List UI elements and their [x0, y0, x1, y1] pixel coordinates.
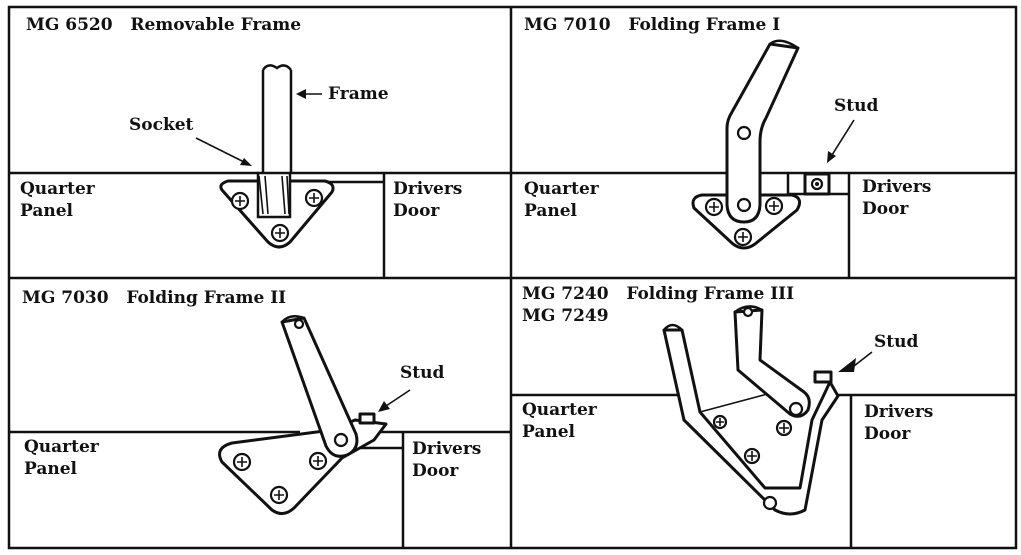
- label-socket: Socket: [129, 115, 194, 135]
- frame-tube-break: [261, 64, 292, 71]
- label-stud: Stud: [400, 363, 444, 383]
- stud-leader: [853, 351, 873, 367]
- panel-title: MG 6520 Removable Frame: [26, 15, 301, 35]
- panel-title: MG 7030 Folding Frame II: [22, 288, 286, 308]
- bolt-cross: [237, 457, 247, 467]
- stud-pin: [358, 412, 376, 425]
- pivot-hole: [788, 401, 804, 417]
- bolt-cross: [709, 202, 719, 212]
- bolt-cross: [747, 451, 757, 461]
- brace-line: [699, 391, 776, 413]
- stud-arrowhead: [827, 151, 836, 163]
- pivot-hole: [333, 432, 349, 448]
- mount-bracket: [662, 328, 840, 516]
- label-quarter: Quarter: [24, 437, 100, 457]
- pivot-hole: [762, 495, 778, 511]
- frame-arrowhead: [296, 89, 306, 99]
- stud-arrowhead: [838, 358, 856, 372]
- label-panel: Panel: [522, 422, 576, 442]
- label-drivers: Drivers: [862, 177, 931, 197]
- pivot-hole: [736, 197, 752, 213]
- label-door: Door: [864, 424, 911, 444]
- socket-leader: [195, 137, 247, 164]
- label-quarter: Quarter: [524, 179, 600, 199]
- pivot-hole: [736, 125, 752, 141]
- stud-leader: [385, 389, 411, 407]
- panel-title: MG 7240 Folding Frame III: [522, 284, 794, 304]
- bolt-cross: [275, 228, 285, 238]
- panel-title: MG 7010 Folding Frame I: [524, 15, 780, 35]
- label-panel: Panel: [20, 201, 74, 221]
- folding-arm: [725, 42, 800, 224]
- bolt-cross: [274, 490, 284, 500]
- stud-arrowhead: [378, 401, 390, 412]
- bolt-cross: [716, 418, 724, 426]
- stud-pin: [813, 370, 833, 384]
- folding-arm: [280, 316, 359, 458]
- label-door: Door: [412, 461, 459, 481]
- label-quarter: Quarter: [522, 400, 598, 420]
- bolt-cross: [309, 193, 319, 203]
- label-drivers: Drivers: [393, 179, 462, 199]
- label-frame: Frame: [328, 84, 389, 104]
- arm-break: [734, 305, 763, 314]
- label-drivers: Drivers: [864, 402, 933, 422]
- panel-mg7010: MG 7010 Folding Frame I Stud Quarter Pan…: [511, 15, 1016, 278]
- panel-mg7240: MG 7240 Folding Frame III MG 7249 Stud Q…: [511, 284, 1016, 548]
- panel-mg6520: MG 6520 Removable Frame Socket Frame Qua…: [9, 15, 511, 278]
- label-quarter: Quarter: [20, 179, 96, 199]
- pivot-hole: [293, 318, 305, 330]
- stud-pin-center: [815, 182, 819, 186]
- label-drivers: Drivers: [412, 439, 481, 459]
- bolt-cross: [235, 196, 245, 206]
- bolt-cross: [313, 456, 323, 466]
- label-door: Door: [393, 201, 440, 221]
- label-door: Door: [862, 199, 909, 219]
- panel-title-secondary: MG 7249: [522, 306, 609, 326]
- socket-hatching: [258, 175, 290, 215]
- bolt-cross: [738, 232, 748, 242]
- label-stud: Stud: [874, 332, 918, 352]
- pivot-hole: [742, 306, 754, 318]
- frame-tube: [261, 70, 293, 173]
- bolt-cross: [769, 201, 779, 211]
- bracket-break: [663, 323, 683, 331]
- stud-leader: [831, 119, 855, 156]
- label-panel: Panel: [24, 459, 78, 479]
- socket-arrowhead: [240, 158, 252, 166]
- bolt-cross: [779, 423, 789, 433]
- label-panel: Panel: [524, 201, 578, 221]
- panel-mg7030: MG 7030 Folding Frame II Stud Quarter Pa…: [9, 288, 511, 548]
- arm-break: [769, 39, 799, 50]
- arm-break: [281, 314, 305, 323]
- label-stud: Stud: [834, 96, 878, 116]
